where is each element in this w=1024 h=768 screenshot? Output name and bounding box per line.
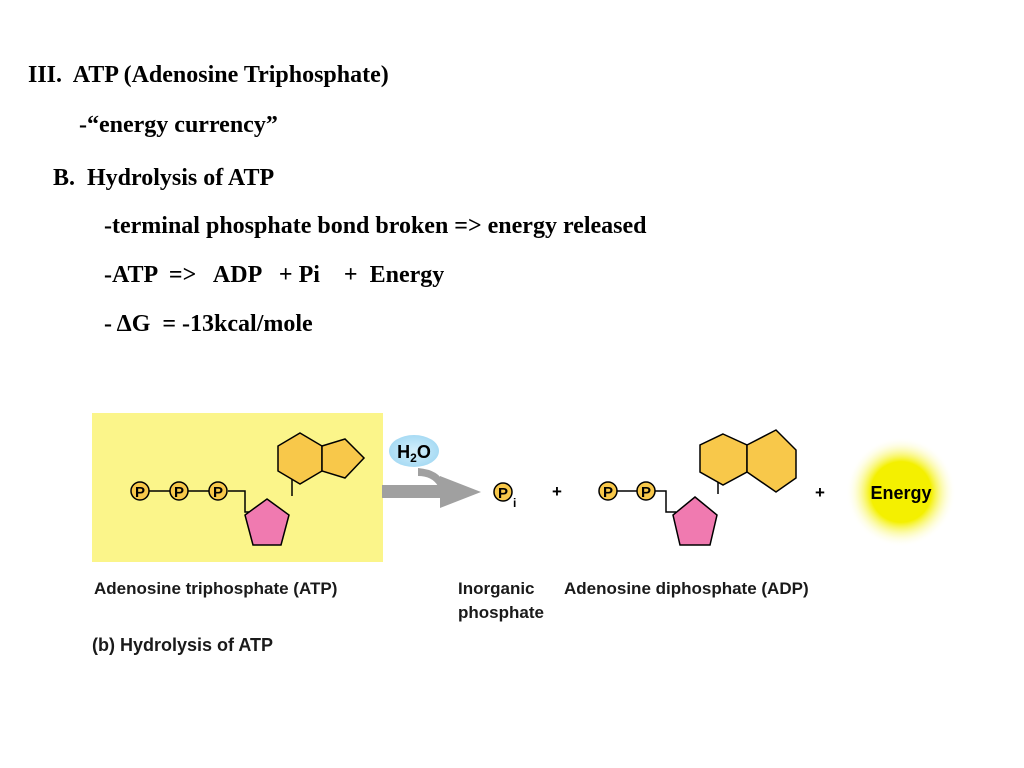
inorganic-phosphate-circle [493,482,513,502]
water-label: H2O [397,442,431,465]
atp-label: Adenosine triphosphate (ATP) [94,579,338,598]
ribose-pentagon [672,496,718,546]
pi-subscript: i [513,496,516,510]
inorganic-phosphate-label-line2: phosphate [458,603,544,622]
inorganic-phosphate-label: P [498,485,508,502]
bullet-delta-g: - ΔG = -13kcal/mole [104,311,313,337]
atp-molecule [130,432,366,546]
phosphate-circle [598,481,618,501]
phosphate-circle [130,481,150,501]
phosphate-circle [208,481,228,501]
bullet-equation: -ATP => ADP + Pi + Energy [104,262,445,288]
adp-label: Adenosine diphosphate (ADP) [564,579,809,598]
water-bubble [389,435,439,467]
phosphate-label: P [174,484,184,501]
energy-glow [846,437,956,547]
phosphate-circle [169,481,189,501]
phosphate-label: P [213,484,223,501]
plus-sign: + [815,483,825,502]
adenine-hexagon [699,433,748,486]
phosphate-label: P [641,484,651,501]
ribose-pentagon [244,498,290,546]
figure-caption: (b) Hydrolysis of ATP [92,635,274,655]
phosphate-label: P [135,484,145,501]
phosphate-circle [636,481,656,501]
energy-label: Energy [870,483,931,503]
plus-sign: + [552,482,562,501]
heading-hydrolysis: B. Hydrolysis of ATP [53,165,275,191]
energy-currency-line: -“energy currency” [79,112,278,138]
inorganic-phosphate-label-line1: Inorganic [458,579,535,598]
bullet-bond-broken: -terminal phosphate bond broken => energ… [104,213,647,239]
adenine-pentagon [321,438,366,479]
phosphate-label: P [603,484,613,501]
reaction-arrow [382,468,481,508]
adenine-pentagon [746,429,797,493]
adp-molecule [598,429,797,546]
heading-atp: III. ATP (Adenosine Triphosphate) [28,62,389,88]
